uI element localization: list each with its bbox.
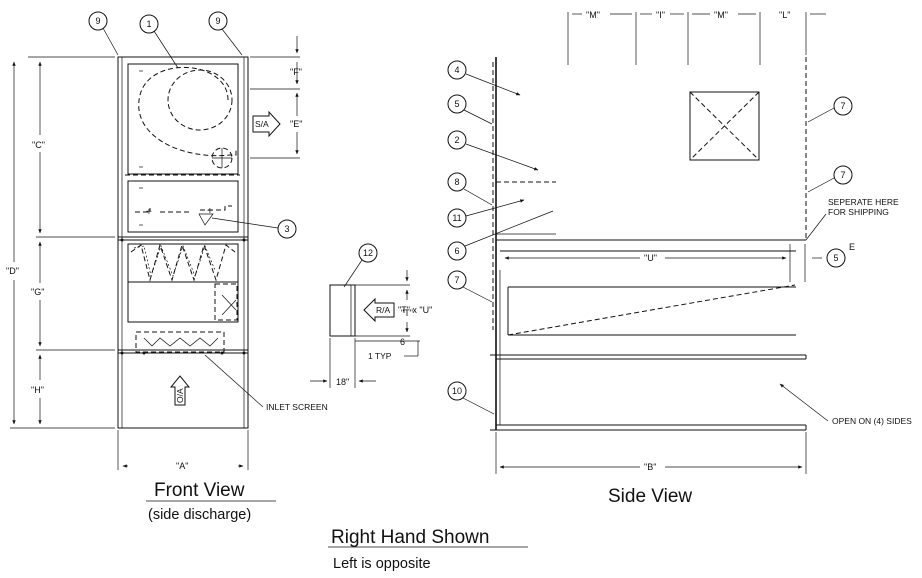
front-view-subtitle: (side discharge): [148, 507, 251, 523]
svg-text:6: 6: [454, 246, 459, 256]
balloon-6: 6: [447, 210, 554, 261]
dim-a: "A": [176, 461, 188, 471]
svg-text:12: 12: [363, 248, 373, 258]
drain-icon: [198, 213, 214, 226]
balloon-4: 4: [447, 60, 521, 96]
dim-i: "I": [656, 10, 665, 20]
svg-text:7: 7: [840, 101, 845, 111]
dim-g: "G": [31, 287, 44, 297]
balloon-10: 10: [447, 381, 495, 415]
dim-f: "F": [290, 67, 302, 77]
svg-text:9: 9: [95, 16, 100, 26]
balloon-2: 2: [447, 130, 539, 171]
separate-label-2: FOR SHIPPING: [828, 207, 889, 217]
balloon-9-right: 9: [208, 11, 243, 56]
dim-18: 18": [336, 377, 349, 387]
coil-panel: [127, 243, 239, 323]
supply-air-arrow: S/A: [252, 110, 281, 138]
blower-scroll: [138, 66, 237, 157]
coil-zigzag: [130, 243, 236, 282]
svg-text:+: +: [146, 207, 152, 218]
front-cabinet-outline: [117, 56, 249, 429]
dim-e: "E": [290, 119, 302, 129]
balloon-8: 8: [447, 172, 493, 206]
balloon-12: 12: [343, 243, 378, 288]
front-view: + + O/A S/A: [6, 11, 328, 471]
damper-line: [135, 205, 232, 213]
oa-label: O/A: [175, 388, 185, 403]
balloon-11: 11: [447, 199, 525, 228]
separate-label-1: SEPERATE HERE: [828, 197, 899, 207]
blower-panel: [127, 63, 239, 175]
svg-text:7: 7: [840, 170, 845, 180]
inlet-screen-label: INLET SCREEN: [266, 402, 328, 412]
balloon-7-upper-right: 7: [807, 96, 853, 123]
filter-diagonal: [507, 284, 796, 336]
dim-l: "L": [779, 10, 790, 20]
balloon-5-right: 5: [826, 248, 846, 268]
supply-opening: [689, 91, 760, 161]
one-typ-label: 1 TYP: [368, 351, 392, 361]
return-air-flange: [329, 284, 356, 337]
dim-h: "H": [31, 385, 44, 395]
footer-subtitle: Left is opposite: [333, 556, 431, 572]
dim-m1: "M": [586, 10, 600, 20]
footer-title: Right Hand Shown: [331, 527, 489, 548]
balloon-9-left: 9: [88, 11, 119, 56]
side-view-title: Side View: [608, 486, 692, 507]
svg-text:7: 7: [454, 275, 459, 285]
svg-text:8: 8: [454, 177, 459, 187]
balloon-3: 3: [211, 217, 297, 239]
balloon-7-lower: 7: [447, 270, 493, 303]
svg-text:11: 11: [452, 213, 461, 223]
dim-e-small: E: [849, 242, 855, 252]
svg-text:5: 5: [833, 253, 838, 263]
svg-text:10: 10: [452, 386, 462, 396]
balloon-7-mid-right: 7: [807, 165, 853, 193]
svg-text:2: 2: [454, 135, 459, 145]
svg-text:3: 3: [284, 224, 289, 234]
dim-d: "D": [6, 266, 19, 276]
balloon-1: 1: [139, 14, 179, 69]
dim-m2: "M": [714, 10, 728, 20]
sa-label: S/A: [255, 119, 269, 129]
open-sides-label: OPEN ON (4) SIDES: [832, 416, 912, 426]
return-air-arrow: R/A: [363, 297, 395, 323]
dim-6: 6: [400, 337, 405, 347]
dim-u: "U": [644, 253, 657, 263]
dim-c: "C": [32, 140, 45, 150]
svg-text:1: 1: [146, 19, 151, 29]
dim-t: "T": [401, 308, 413, 318]
svg-text:5: 5: [454, 99, 459, 109]
filter-panel: [127, 180, 239, 233]
svg-text:9: 9: [215, 16, 220, 26]
side-view: "M" "I" "M" "L" "U": [447, 10, 912, 474]
svg-text:+: +: [207, 206, 213, 217]
front-view-title: Front View: [154, 480, 245, 501]
inlet-screen: [135, 331, 225, 353]
svg-text:4: 4: [454, 65, 459, 75]
return-air-detail: "T" 6 1 TYP R/A "T" x "U" 18" 12: [310, 243, 432, 388]
balloon-5: 5: [447, 94, 493, 125]
dim-b: "B": [644, 462, 656, 472]
ra-label: R/A: [376, 305, 391, 315]
ra-size-label: "T" x "U": [398, 305, 432, 315]
outside-air-arrow: O/A: [169, 375, 191, 406]
